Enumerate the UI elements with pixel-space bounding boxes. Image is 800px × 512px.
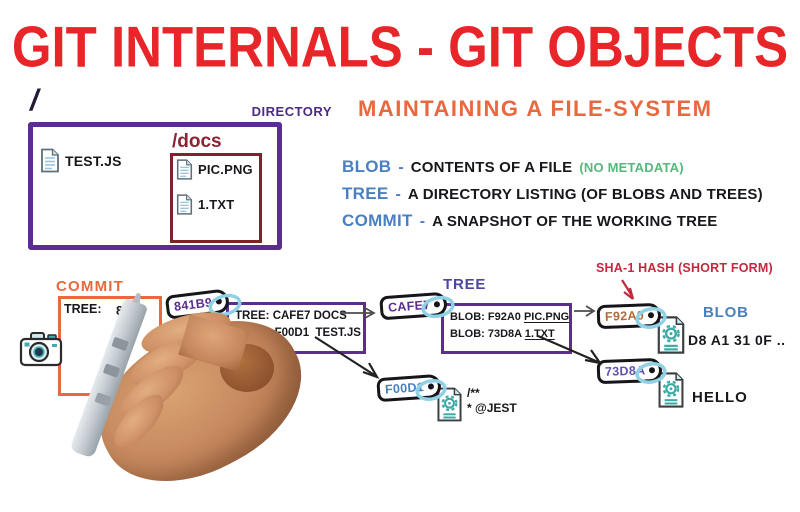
blob-node-label: BLOB bbox=[703, 304, 749, 321]
zip-file-icon bbox=[437, 387, 462, 422]
tag-841b9: 841B9 bbox=[164, 288, 231, 320]
docs-folder-name: /docs bbox=[172, 131, 222, 152]
root-directory-symbol: / bbox=[30, 84, 39, 117]
tree-root-line2: BLOB: F00D1 TEST.JS bbox=[235, 327, 361, 339]
definition-note: (NO METADATA) bbox=[579, 160, 684, 175]
directory-label: DIRECTORY bbox=[251, 104, 332, 119]
camera-icon bbox=[19, 332, 63, 367]
docs-tree-box: BLOB: F92A0 PIC.PNG BLOB: 73D8A 1.TXT bbox=[441, 303, 572, 354]
arrow-pic-to-f92a0 bbox=[574, 305, 596, 317]
sha-hash-note: SHA-1 HASH (SHORT FORM) bbox=[596, 261, 773, 275]
zip-file-icon bbox=[657, 316, 685, 354]
tree-root-box: TREE: CAFE7 DOCS BLOB: F00D1 TEST.JS bbox=[226, 302, 366, 354]
tree-root-line1: TREE: CAFE7 DOCS bbox=[235, 310, 347, 322]
definition-dash: - bbox=[395, 186, 401, 203]
tag-cafe7: CAFE7 bbox=[379, 291, 449, 321]
blob-pic-content: D8 A1 31 0F .. bbox=[688, 332, 786, 348]
blob-txt-content: HELLO bbox=[692, 389, 748, 406]
blob-entry-file: 1.TXT bbox=[524, 328, 555, 340]
definition-term: BLOB bbox=[342, 157, 392, 176]
docs-tree-line1: BLOB: F92A0 PIC.PNG bbox=[450, 309, 569, 326]
definition-term: TREE bbox=[342, 184, 389, 203]
tag-hole bbox=[215, 298, 223, 305]
arrow-sha-note bbox=[621, 279, 635, 300]
blob-entry-file: PIC.PNG bbox=[523, 311, 570, 323]
file-row-txt: 1.TXT bbox=[176, 194, 234, 215]
definitions-list: BLOB - CONTENTS OF A FILE (NO METADATA) … bbox=[342, 157, 800, 238]
blob-entry-prefix: BLOB: F92A0 bbox=[450, 311, 524, 323]
definition-commit: COMMIT - A SNAPSHOT OF THE WORKING TREE bbox=[342, 211, 800, 231]
commit-tree-field: TREE: bbox=[64, 302, 102, 316]
tag-cafe7-label: CAFE7 bbox=[387, 297, 431, 315]
jsdoc-line2: * @JEST bbox=[467, 401, 517, 415]
definition-dash: - bbox=[419, 213, 426, 230]
definition-text: CONTENTS OF A FILE bbox=[410, 159, 573, 176]
file-name: PIC.PNG bbox=[198, 162, 253, 177]
tag-73d8a: 73D8A bbox=[596, 357, 663, 385]
file-name: TEST.JS bbox=[65, 152, 122, 169]
page-title: GIT INTERNALS - GIT OBJECTS bbox=[11, 15, 789, 79]
tag-hole bbox=[647, 312, 655, 319]
definition-dash: - bbox=[398, 159, 404, 176]
definition-term: COMMIT bbox=[342, 211, 413, 230]
subtitle: MAINTAINING A FILE-SYSTEM bbox=[358, 96, 713, 121]
tag-f00d1: F00D1 bbox=[376, 373, 442, 403]
docs-tree-line2: BLOB: 73D8A 1.TXT bbox=[450, 326, 569, 343]
file-icon bbox=[41, 148, 59, 173]
definition-blob: BLOB - CONTENTS OF A FILE (NO METADATA) bbox=[342, 157, 800, 177]
definition-text: A SNAPSHOT OF THE WORKING TREE bbox=[432, 213, 718, 230]
tag-hole bbox=[434, 301, 441, 308]
blob-test-content: /** * @JEST bbox=[467, 386, 517, 416]
commit-tree-partial-value: 8 bbox=[116, 303, 124, 318]
file-row-pic: PIC.PNG bbox=[176, 159, 253, 180]
file-icon bbox=[176, 159, 193, 180]
hand-finger bbox=[106, 387, 172, 455]
tag-73d8a-label: 73D8A bbox=[604, 363, 646, 379]
pen-tip-dot bbox=[133, 304, 139, 310]
file-row-testjs: TEST.JS bbox=[40, 148, 122, 173]
zip-file-icon bbox=[658, 372, 684, 408]
file-icon bbox=[176, 194, 193, 215]
definition-text: A DIRECTORY LISTING (OF BLOBS AND TREES) bbox=[407, 186, 763, 203]
file-name: 1.TXT bbox=[198, 197, 235, 212]
definition-tree: TREE - A DIRECTORY LISTING (OF BLOBS AND… bbox=[342, 184, 800, 204]
tag-f92a0-label: F92A0 bbox=[604, 308, 645, 324]
tag-841b9-label: 841B9 bbox=[173, 295, 214, 314]
jsdoc-line1: /** bbox=[467, 386, 480, 400]
tag-hole bbox=[649, 367, 656, 374]
tag-hole bbox=[427, 383, 435, 390]
blob-entry-prefix: BLOB: 73D8A bbox=[450, 328, 525, 340]
tag-f92a0: F92A0 bbox=[596, 302, 662, 330]
tag-f00d1-label: F00D1 bbox=[384, 379, 425, 397]
tree-node-label: TREE bbox=[443, 276, 487, 293]
commit-node-label: COMMIT bbox=[56, 278, 125, 295]
